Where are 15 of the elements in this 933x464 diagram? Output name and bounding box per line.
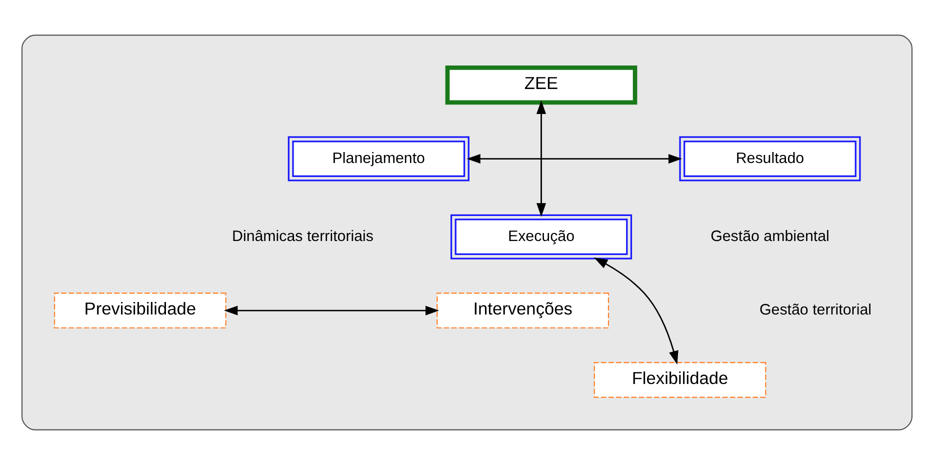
label: Dinâmicas territoriais — [232, 227, 374, 244]
node-box: Resultado — [678, 136, 860, 181]
node-box: Previsibilidade — [53, 292, 226, 328]
node-box: Flexibilidade — [593, 362, 766, 398]
node-box: Intervenções — [436, 292, 608, 328]
label: Gestão territorial — [759, 301, 872, 318]
arrow — [536, 100, 546, 216]
node-box: Planejamento — [287, 136, 469, 181]
arrow — [593, 257, 678, 364]
node-box: Execução — [450, 214, 632, 259]
cluster — [20, 34, 912, 430]
arrow — [466, 154, 682, 164]
label: Gestão ambiental — [710, 227, 829, 244]
node-box: ZEE — [444, 65, 637, 104]
arrow — [223, 305, 439, 315]
